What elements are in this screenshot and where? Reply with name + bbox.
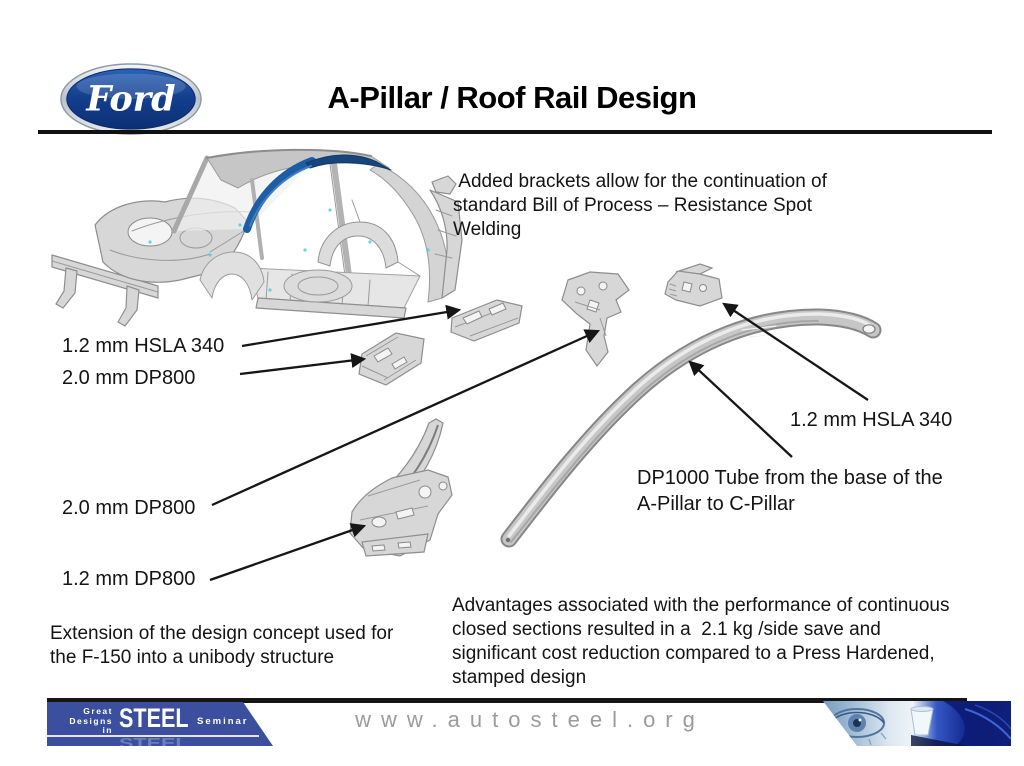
label-dp800-mid: 2.0 mm DP800 bbox=[62, 497, 196, 519]
footer-bar bbox=[47, 698, 967, 703]
ford-logo: Ford bbox=[58, 62, 204, 136]
callout-arrows bbox=[209, 302, 869, 582]
header-divider bbox=[38, 130, 992, 134]
page-title: A-Pillar / Roof Rail Design bbox=[327, 80, 697, 115]
label-dp1000: DP1000 Tube from the base of the A-Pilla… bbox=[637, 467, 943, 515]
arrow-dp800-mid bbox=[211, 329, 601, 507]
footer-url: www.autosteel.org bbox=[355, 707, 705, 732]
banner-steel: STEEL bbox=[119, 703, 189, 733]
bracket-plate-right bbox=[664, 263, 723, 307]
arrow-hsla-right bbox=[722, 302, 869, 401]
a-pillar-lower-assembly bbox=[349, 418, 453, 557]
label-dp800-lower: 1.2 mm DP800 bbox=[62, 568, 196, 590]
label-dp800-upper: 2.0 mm DP800 bbox=[62, 367, 196, 389]
arrow-hsla-left bbox=[241, 304, 462, 348]
note-advantages: Advantages associated with the performan… bbox=[452, 595, 950, 688]
glass-icon bbox=[910, 706, 934, 736]
bracket-tee bbox=[561, 271, 630, 368]
banner-steel-reflection: STEEL bbox=[119, 735, 189, 752]
arrow-dp1000 bbox=[688, 360, 793, 458]
banner-underline bbox=[47, 735, 259, 737]
arrow-dp800-lower bbox=[209, 523, 367, 582]
banner-word-great: Great bbox=[83, 706, 113, 716]
banner-great-designs-in: Great Designs in bbox=[51, 706, 113, 736]
ford-logo-script: Ford bbox=[85, 79, 175, 120]
label-hsla-left: 1.2 mm HSLA 340 bbox=[62, 335, 225, 357]
footer-banner: Great Designs in STEEL STEEL Seminar bbox=[47, 702, 273, 746]
note-added-brackets: Added brackets allow for the continuatio… bbox=[453, 171, 827, 240]
blue-eye-collage-icon bbox=[823, 701, 1011, 746]
ford-logo-icon: Ford bbox=[60, 63, 202, 135]
arrow-dp800-upper bbox=[239, 353, 367, 376]
banner-word-in: in bbox=[102, 725, 113, 735]
note-extension: Extension of the design concept used for… bbox=[50, 623, 394, 668]
banner-word-designs: Designs bbox=[69, 715, 113, 726]
car-body-illustration bbox=[51, 148, 463, 327]
banner-seminar: Seminar bbox=[197, 716, 249, 727]
bracket-plate-left bbox=[358, 332, 425, 386]
bracket-plate-upper bbox=[450, 299, 523, 342]
footer-eye-graphic bbox=[823, 701, 1011, 746]
label-hsla-right: 1.2 mm HSLA 340 bbox=[790, 409, 953, 431]
